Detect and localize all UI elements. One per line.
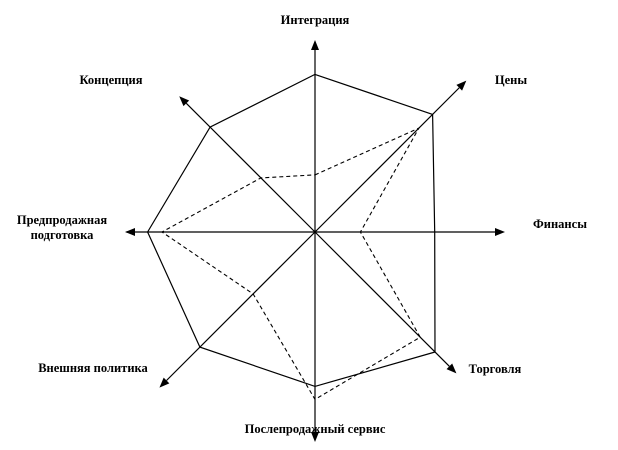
axis-arrow-presale: [125, 228, 135, 236]
axis-line-prices: [314, 87, 460, 233]
axis-arrow-integration: [311, 40, 319, 50]
axis-arrow-foreign-policy: [159, 377, 170, 388]
axes-layer: [125, 40, 505, 442]
axis-label-trade: Торговля: [469, 362, 522, 376]
series-polygon-solid: [146, 73, 436, 388]
axis-line-foreign-policy: [166, 231, 316, 381]
axis-label-integration: Интеграция: [281, 13, 350, 27]
axis-label-aftersale: Послепродажный сервис: [245, 422, 386, 436]
axis-line-trade: [314, 231, 450, 367]
axis-label-concept: Концепция: [79, 73, 142, 87]
axis-line-concept: [185, 102, 316, 233]
axis-label-prices: Цены: [495, 73, 527, 87]
axis-label-finance: Финансы: [533, 217, 587, 231]
axis-arrow-finance: [495, 228, 505, 236]
series-polygon-dashed: [160, 126, 421, 401]
labels-layer: ИнтеграцияЦеныФинансыТорговляПослепродаж…: [17, 13, 587, 436]
axis-arrow-prices: [456, 80, 467, 91]
axis-arrow-trade: [446, 363, 457, 374]
series-layer: [146, 73, 436, 401]
axis-arrow-aftersale: [311, 432, 319, 442]
axis-arrow-concept: [179, 96, 190, 107]
axis-label-foreign-policy: Внешняя политика: [38, 361, 148, 375]
